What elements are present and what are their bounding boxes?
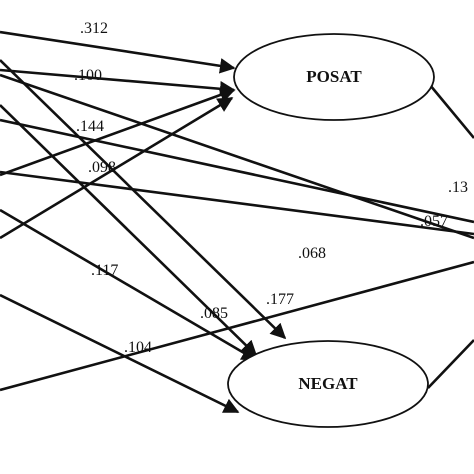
path-to-negat-1 [0, 59, 287, 340]
coefficient-label: .177 [266, 291, 294, 308]
path-to-right-2 [0, 118, 474, 224]
coefficient-label: .057 [420, 213, 448, 230]
coefficient-label: .312 [80, 20, 108, 37]
coefficient-label: .13 [448, 179, 468, 196]
coefficient-label: .104 [124, 339, 152, 356]
path-to-right-3 [0, 170, 474, 236]
path-to-posat-4 [0, 96, 234, 240]
coefficient-label: .085 [200, 305, 228, 322]
path-to-posat-3 [0, 87, 236, 177]
path-to-posat-2 [0, 68, 236, 97]
path-negat-out [427, 339, 474, 389]
coefficient-label: .068 [298, 245, 326, 262]
node-negat [227, 340, 429, 428]
coefficient-label: .117 [91, 262, 118, 279]
node-negat-label: NEGAT [298, 374, 358, 393]
coefficient-label: .100 [74, 67, 102, 84]
path-to-posat-1 [0, 30, 236, 74]
node-posat-label: POSAT [306, 67, 362, 86]
path-posat-out [428, 84, 474, 139]
node-posat [233, 33, 435, 121]
path-to-negat-2 [0, 104, 258, 357]
path-to-right-1 [0, 73, 474, 240]
path-to-negat-4 [0, 293, 240, 414]
coefficient-label: .098 [88, 159, 116, 176]
coefficient-label: .144 [76, 118, 104, 135]
path-to-negat-3 [0, 208, 258, 362]
path-from-left-to-right-up [0, 260, 474, 392]
